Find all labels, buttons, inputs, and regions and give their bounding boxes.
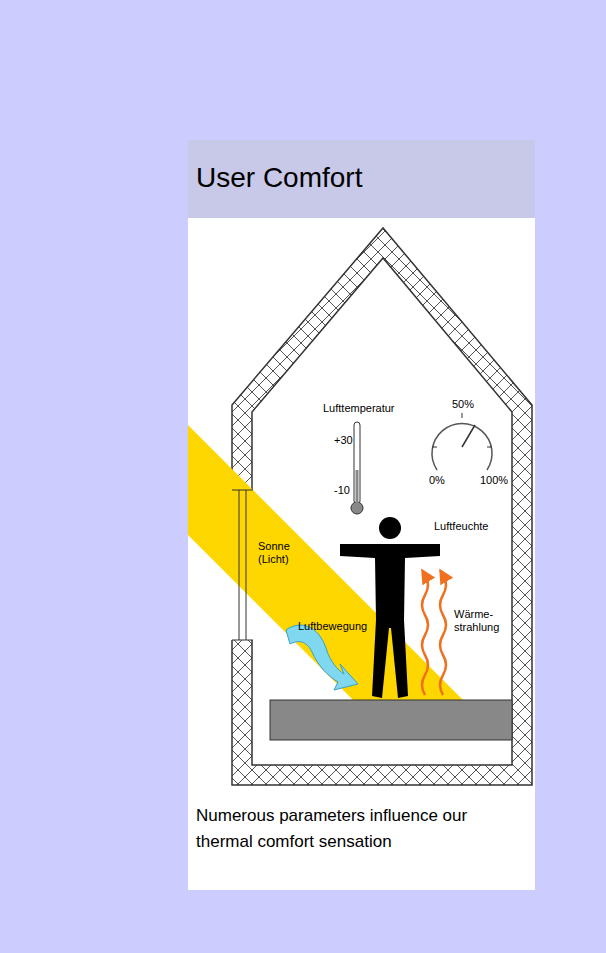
window-glass — [246, 490, 247, 640]
title-text: User Comfort — [196, 160, 362, 196]
insulated-envelope — [232, 228, 532, 785]
parameter-label: Luftfeuchte — [434, 520, 488, 533]
scale-value: 50% — [452, 398, 474, 411]
scale-value: 100% — [480, 474, 508, 487]
parameter-label: Sonne (Licht) — [258, 540, 306, 566]
thermometer — [351, 422, 363, 514]
window-glass — [239, 490, 240, 640]
air-movement-arrow — [286, 625, 358, 690]
person-silhouette — [340, 517, 440, 698]
parameter-label: Wärme- strahlung — [454, 608, 506, 634]
caption-text: Numerous parameters influence our therma… — [196, 803, 526, 855]
window-frame — [232, 490, 253, 491]
scale-value: -10 — [334, 484, 350, 497]
window-frame — [232, 640, 253, 641]
parameter-label: Lufttemperatur — [323, 402, 395, 415]
sunlight-beam — [188, 425, 463, 700]
scale-value: 0% — [429, 474, 445, 487]
parameter-label: Luftbewegung — [298, 620, 367, 633]
floor-slab — [270, 700, 512, 740]
scale-value: +30 — [334, 434, 353, 447]
hygrometer — [432, 413, 492, 470]
heat-radiation-arrows — [422, 575, 446, 695]
